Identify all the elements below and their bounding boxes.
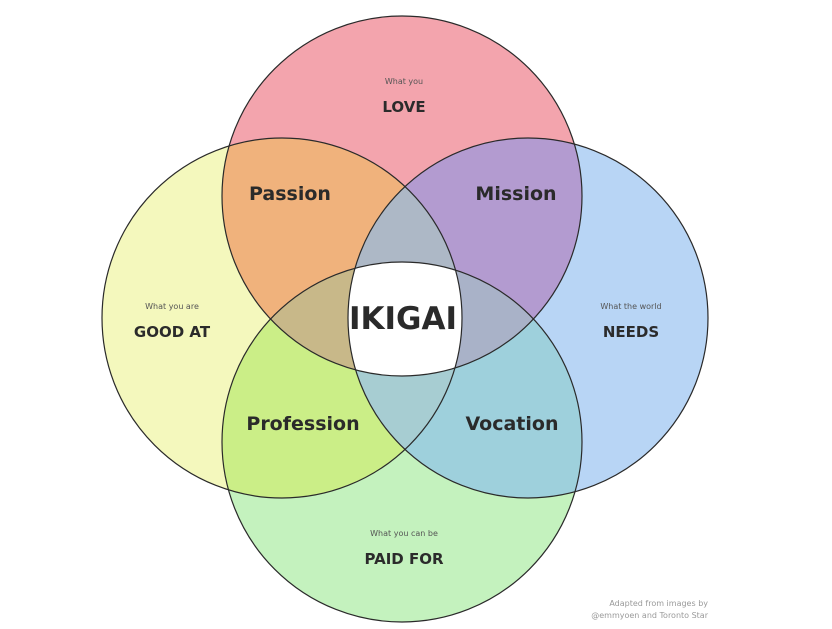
paid-for-outline	[221, 261, 583, 623]
vocation-label: Vocation	[466, 413, 559, 435]
needs-subtitle: What the world	[600, 302, 661, 311]
love-title: LOVE	[382, 98, 425, 116]
needs-title: NEEDS	[603, 323, 659, 341]
good-at-outline	[101, 137, 463, 499]
good-at-title: GOOD AT	[134, 323, 211, 341]
paid-for-subtitle: What you can be	[370, 529, 438, 538]
needs-outline	[347, 137, 709, 499]
profession-label: Profession	[246, 413, 359, 435]
credit-line-2: @emmyoen and Toronto Star	[591, 611, 708, 620]
ikigai-label: IKIGAI	[349, 301, 457, 337]
credit-line-1: Adapted from images by	[609, 599, 708, 608]
passion-label: Passion	[249, 183, 331, 205]
love-outline	[221, 15, 583, 377]
mission-label: Mission	[475, 183, 556, 205]
good-at-subtitle: What you are	[145, 302, 199, 311]
love-subtitle: What you	[385, 77, 423, 86]
paid-for-title: PAID FOR	[364, 550, 443, 568]
